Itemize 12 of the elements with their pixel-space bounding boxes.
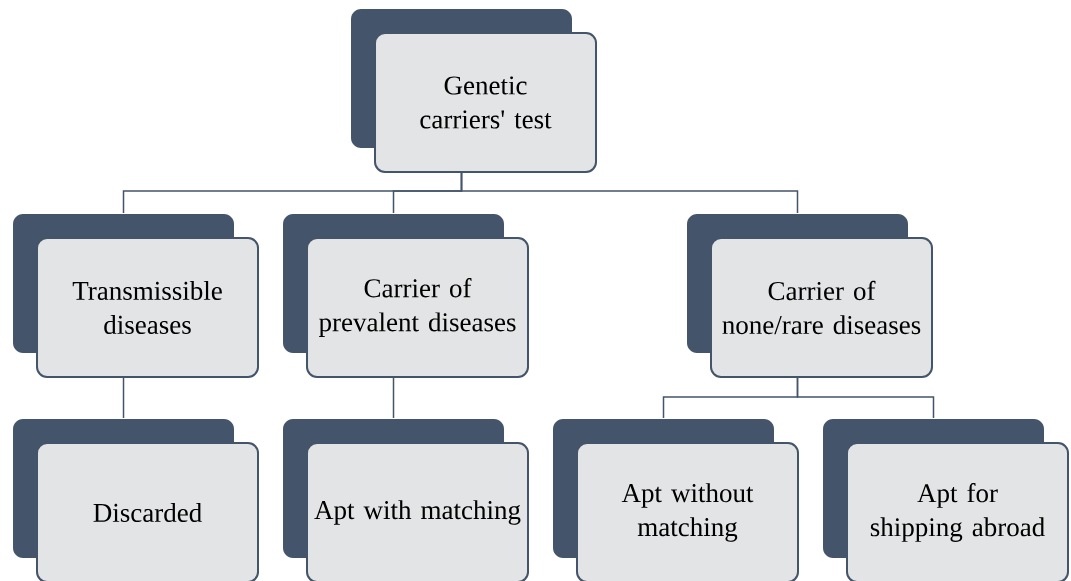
connector-line [122,377,125,419]
connector-line [796,377,935,419]
process-box: Apt for shipping abroad [823,419,1069,581]
process-box: Apt without matching [553,419,799,581]
connector-line [460,172,799,214]
process-box: Genetic carriers' test [351,9,597,173]
process-box: Transmissible diseases [13,214,259,378]
process-box: Apt with matching [283,419,529,581]
connector-line [392,377,395,419]
process-box: Discarded [13,419,259,581]
process-box: Carrier of none/rare diseases [687,214,933,378]
process-box: Carrier of prevalent diseases [283,214,529,378]
